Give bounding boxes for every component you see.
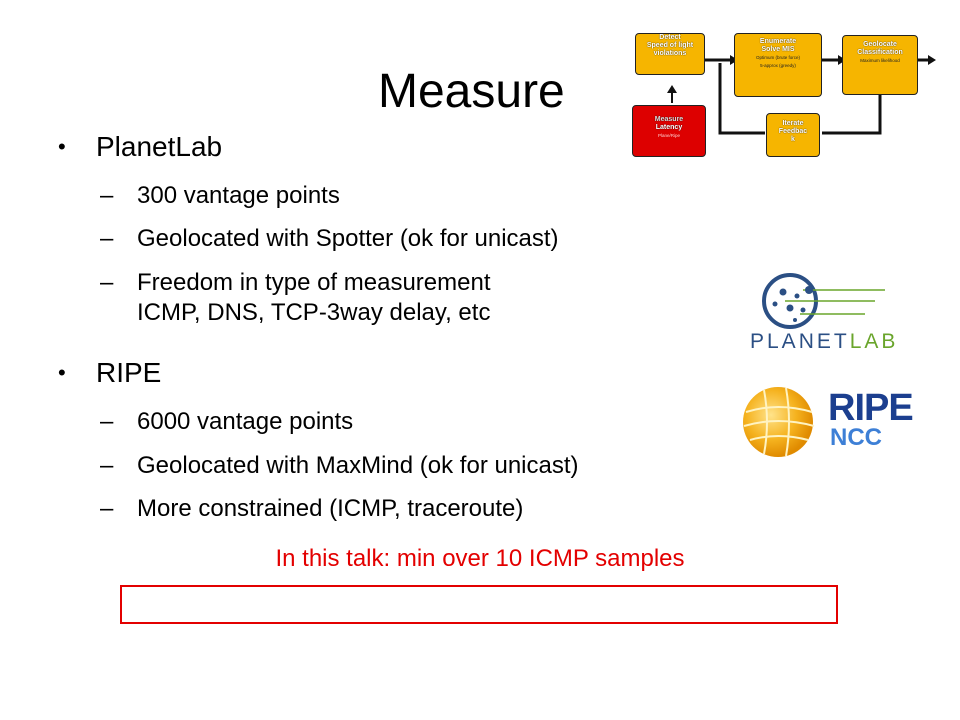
node-line: Classification <box>857 49 903 56</box>
node-line: Feedbac <box>778 128 808 135</box>
node-measure: Measure Latency Plane/Ripe <box>632 105 706 157</box>
sub-bullet-text: 300 vantage points <box>137 182 340 209</box>
planetlab-wordmark-part2: LAB <box>849 330 899 353</box>
dash: – <box>100 452 114 479</box>
sub-bullet-text: 6000 vantage points <box>137 408 354 435</box>
node-line: violations <box>653 50 687 57</box>
sub-bullet-text: Geolocated with MaxMind (ok for unicast) <box>137 452 579 479</box>
node-line: Solve MIS <box>761 46 795 53</box>
bullet-label: PlanetLab <box>96 131 223 162</box>
talk-note: In this talk: min over 10 ICMP samples <box>0 544 960 574</box>
bullet-dot: • <box>58 134 66 159</box>
node-subline: Plane/Ripe <box>657 133 680 138</box>
planetlab-logo: PLANETLAB <box>745 270 910 355</box>
talk-note-text: In this talk: min over 10 ICMP samples <box>275 545 685 572</box>
node-title: Measure <box>654 116 684 123</box>
node-title: Enumerate <box>759 38 797 45</box>
node-detect: Detect Speed of light violations <box>635 33 705 75</box>
dash: – <box>100 495 114 522</box>
node-line: k <box>791 136 795 143</box>
node-title: Detect <box>659 34 681 41</box>
dash: – <box>100 269 114 296</box>
ncc-wordmark: NCC <box>830 424 882 451</box>
node-title: Iterate <box>782 120 804 127</box>
planetlab-wordmark-part1: PLANET <box>750 330 850 353</box>
node-iterate: Iterate Feedbac k <box>766 113 820 157</box>
sub-bullet-text: Geolocated with Spotter (ok for unicast) <box>137 225 559 252</box>
ripe-globe-icon <box>743 387 815 457</box>
sub-bullet-text: More constrained (ICMP, traceroute) <box>137 495 524 522</box>
highlight-box <box>120 585 838 624</box>
bullet-label: RIPE <box>96 357 162 388</box>
slide-title: Measure <box>378 65 565 118</box>
node-subline: Maximum likelihood <box>860 58 900 63</box>
dash: – <box>100 225 114 252</box>
dash: – <box>100 182 114 209</box>
planetlab-globe-icon <box>762 273 885 329</box>
bullet-dot: • <box>58 360 66 385</box>
node-line: Latency <box>655 124 683 131</box>
node-subline: 5-approx (greedy) <box>760 63 796 68</box>
node-line: Speed of light <box>646 42 694 49</box>
node-geolocate: Geolocate Classification Maximum likelih… <box>842 35 918 95</box>
ripe-wordmark: RIPE <box>828 387 914 429</box>
ripe-ncc-logo: RIPE NCC <box>740 380 915 460</box>
node-title: Geolocate <box>863 41 897 48</box>
node-enumerate: Enumerate Solve MIS Optimum (brute force… <box>734 33 822 97</box>
planetlab-wordmark: PLANETLAB <box>750 330 898 354</box>
node-subline: Optimum (brute force) <box>755 55 800 60</box>
sub-bullet-text: ICMP, DNS, TCP-3way delay, etc <box>137 299 491 326</box>
dash: – <box>100 408 114 435</box>
pipeline-diagram: Detect Speed of light violations Enumera… <box>600 25 960 165</box>
sub-bullet-text: Freedom in type of measurement <box>137 269 491 296</box>
